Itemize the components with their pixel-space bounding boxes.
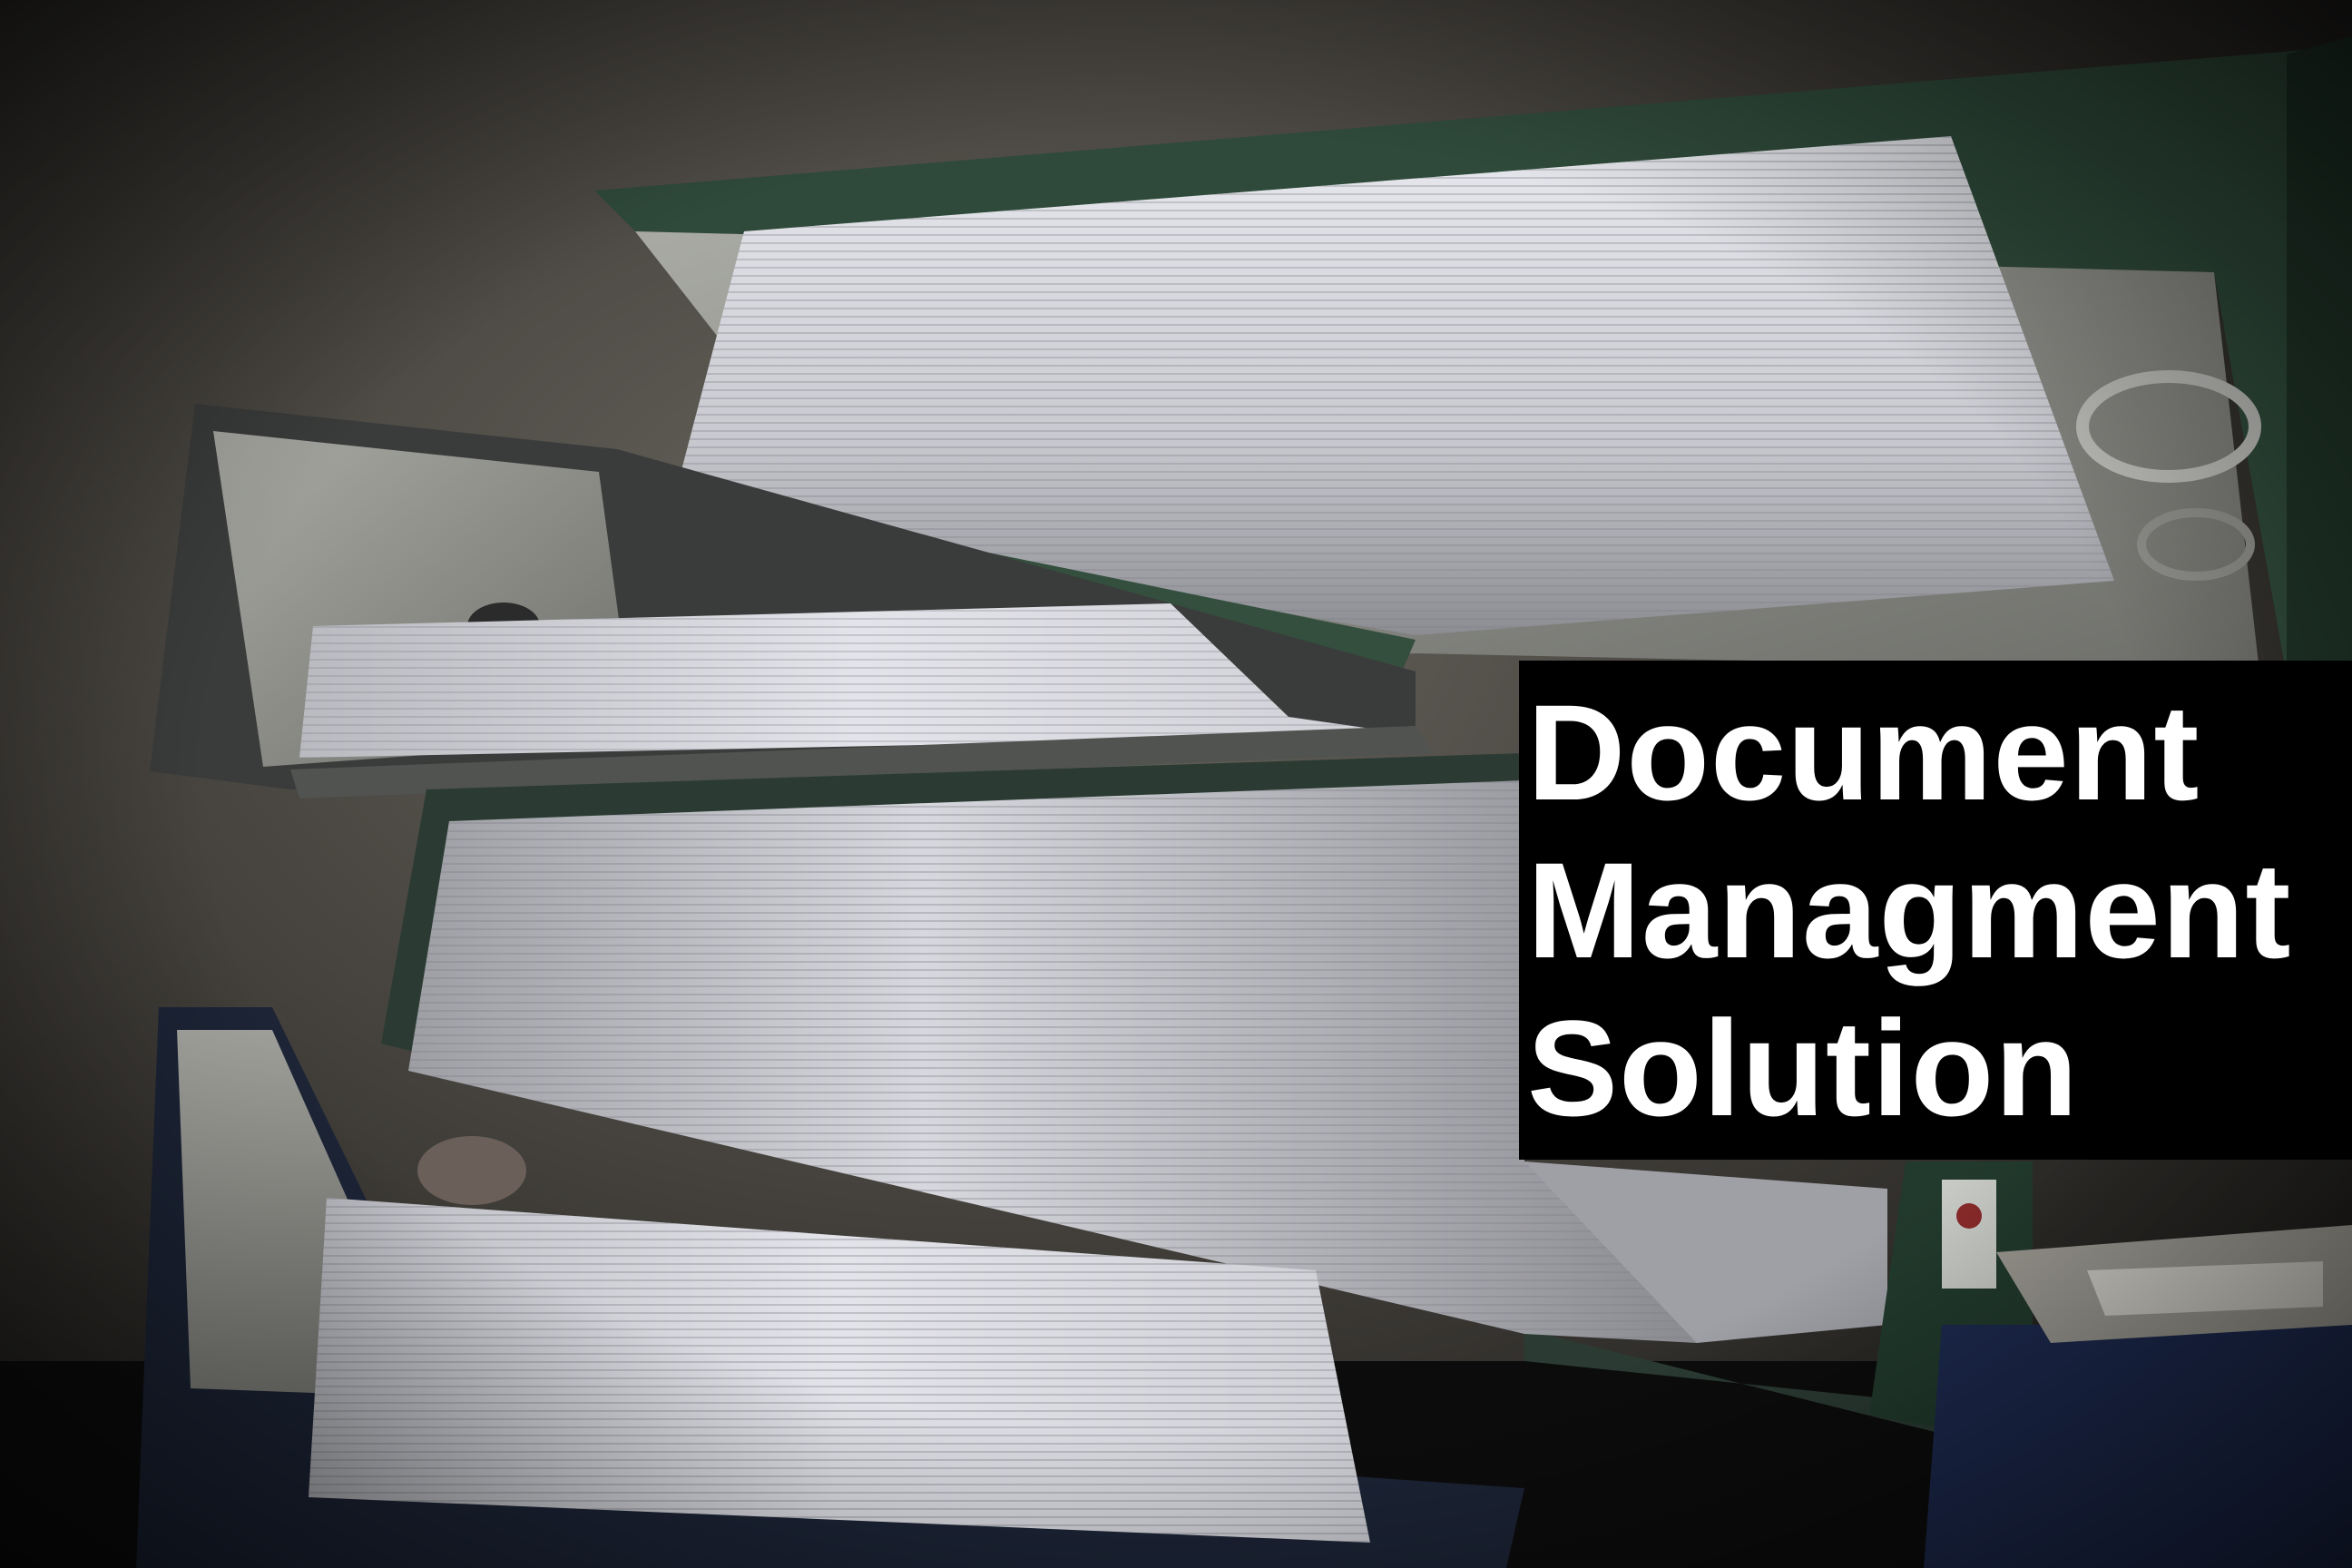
caption-line-solution: Solution bbox=[1527, 992, 2079, 1144]
caption-line-document: Document bbox=[1527, 676, 2200, 828]
caption-line-managment: Managment bbox=[1527, 834, 2292, 986]
caption-box: Document Managment Solution bbox=[1519, 661, 2352, 1160]
